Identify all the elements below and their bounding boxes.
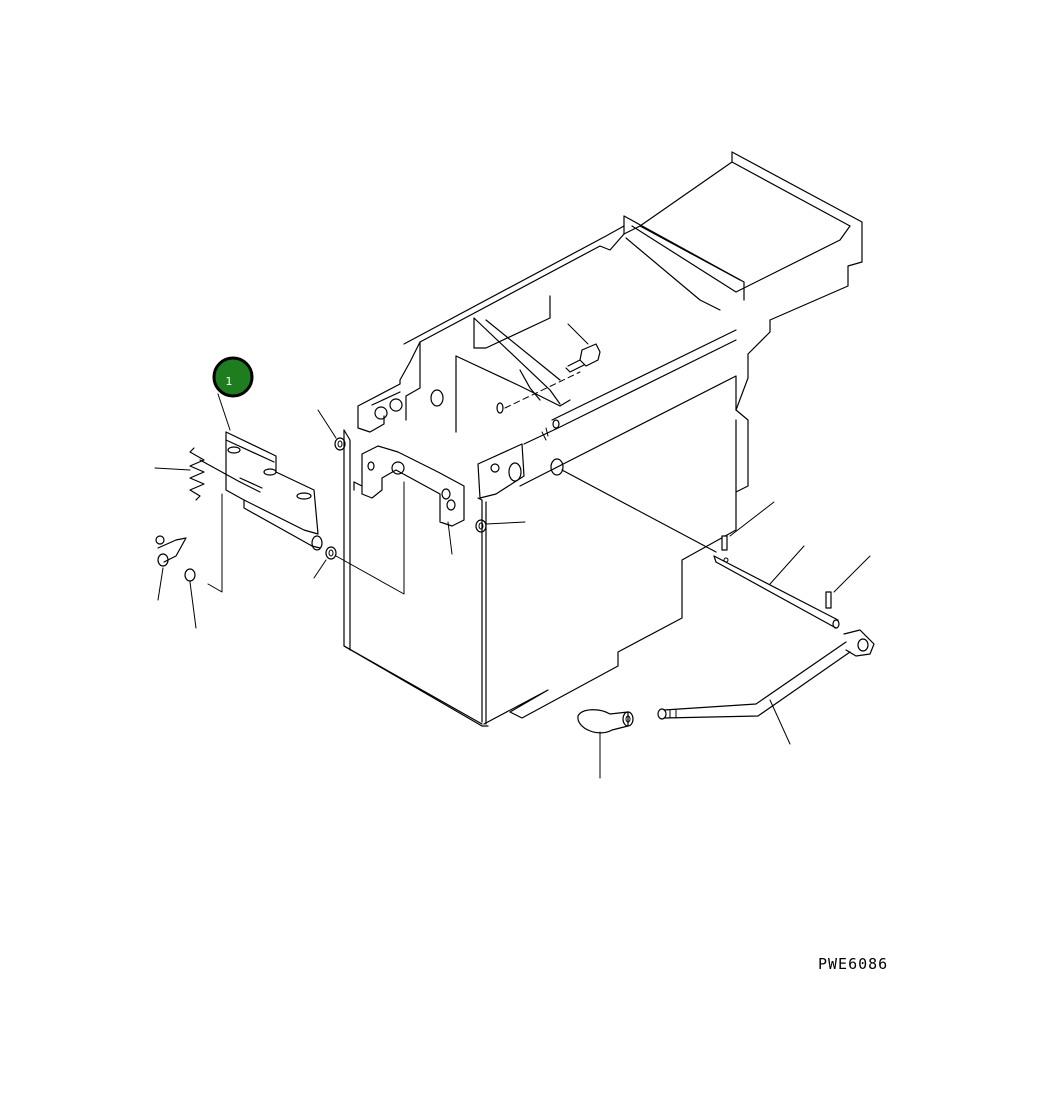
leader-lines [154, 323, 871, 779]
spring [189, 447, 241, 501]
assembly-line-center [335, 481, 405, 595]
housing-body [343, 151, 863, 727]
lever-rod [561, 469, 840, 629]
bolt [565, 343, 601, 373]
nut-lower [325, 546, 337, 560]
assembly-line [207, 493, 223, 593]
nut-right [475, 519, 487, 533]
lever-arm [657, 629, 875, 720]
pin-left [721, 535, 728, 551]
pin-right [825, 591, 832, 609]
knob [577, 709, 634, 734]
callout-1[interactable]: 1 [212, 356, 254, 398]
drawing-code: PWE6086 [818, 955, 888, 973]
nut-upper [334, 437, 346, 451]
callout-1-label: 1 [226, 375, 233, 388]
hinge-bracket [353, 445, 465, 527]
latch-plate[interactable] [225, 431, 323, 551]
link-pin [155, 535, 196, 582]
